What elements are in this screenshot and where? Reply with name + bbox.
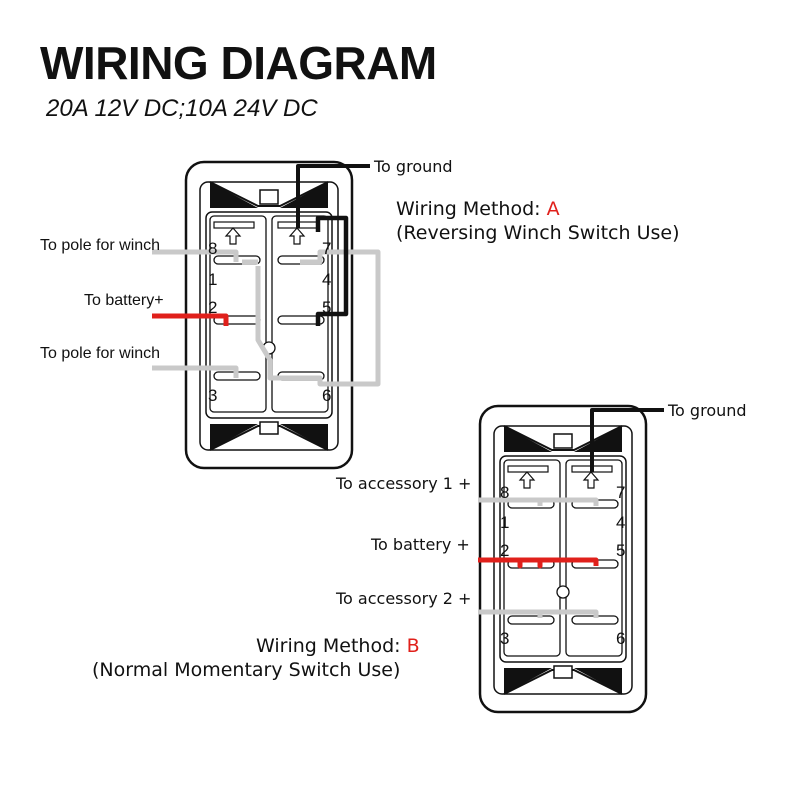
- battery-wire-a: [152, 313, 229, 326]
- battery-label-b: To battery +: [370, 535, 470, 554]
- rating-subtitle: 20A 12V DC;10A 24V DC: [46, 95, 318, 122]
- switch-b: 8 7 1 4 2 5 3 6: [478, 404, 664, 714]
- pin-6: 6: [616, 629, 625, 648]
- pin-1: 1: [500, 513, 509, 532]
- method-b-heading: Wiring Method: B: [256, 635, 420, 657]
- jumper-wire-a: [315, 215, 349, 326]
- pin-7: 7: [616, 483, 625, 502]
- ground-label-a: To ground: [373, 157, 453, 176]
- pin-3: 3: [500, 629, 509, 648]
- winch-pole-label-top: To pole for winch: [40, 237, 160, 254]
- accessory-2-label: To accessory 2 +: [335, 589, 471, 608]
- switch-a: 8 7 1 4 2 5 3 6: [152, 160, 381, 470]
- method-b-use: (Normal Momentary Switch Use): [92, 659, 400, 681]
- ground-label-b: To ground: [667, 401, 747, 420]
- pin-3: 3: [208, 386, 217, 405]
- pin-8: 8: [500, 483, 509, 502]
- pin-6: 6: [322, 386, 331, 405]
- pin-1: 1: [208, 270, 217, 289]
- accessory-wires: [478, 497, 599, 618]
- ground-wire-a: [296, 164, 370, 228]
- pin-7: 7: [322, 239, 331, 258]
- battery-label-a: To battery+: [84, 292, 164, 309]
- pin-8: 8: [208, 239, 217, 258]
- pin-4: 4: [322, 270, 331, 289]
- ground-wire-b: [590, 408, 664, 472]
- winch-pole-wires: [152, 249, 381, 387]
- method-a-use: (Reversing Winch Switch Use): [396, 222, 680, 244]
- method-a-heading: Wiring Method: A: [396, 198, 560, 220]
- pin-5: 5: [322, 298, 331, 317]
- pin-4: 4: [616, 513, 625, 532]
- battery-wire-b: [478, 557, 599, 569]
- page-title: WIRING DIAGRAM: [40, 37, 437, 89]
- pin-2: 2: [208, 298, 217, 317]
- pin-2: 2: [500, 541, 509, 560]
- accessory-1-label: To accessory 1 +: [335, 474, 471, 493]
- pin-5: 5: [616, 541, 625, 560]
- winch-pole-label-bottom: To pole for winch: [40, 345, 160, 362]
